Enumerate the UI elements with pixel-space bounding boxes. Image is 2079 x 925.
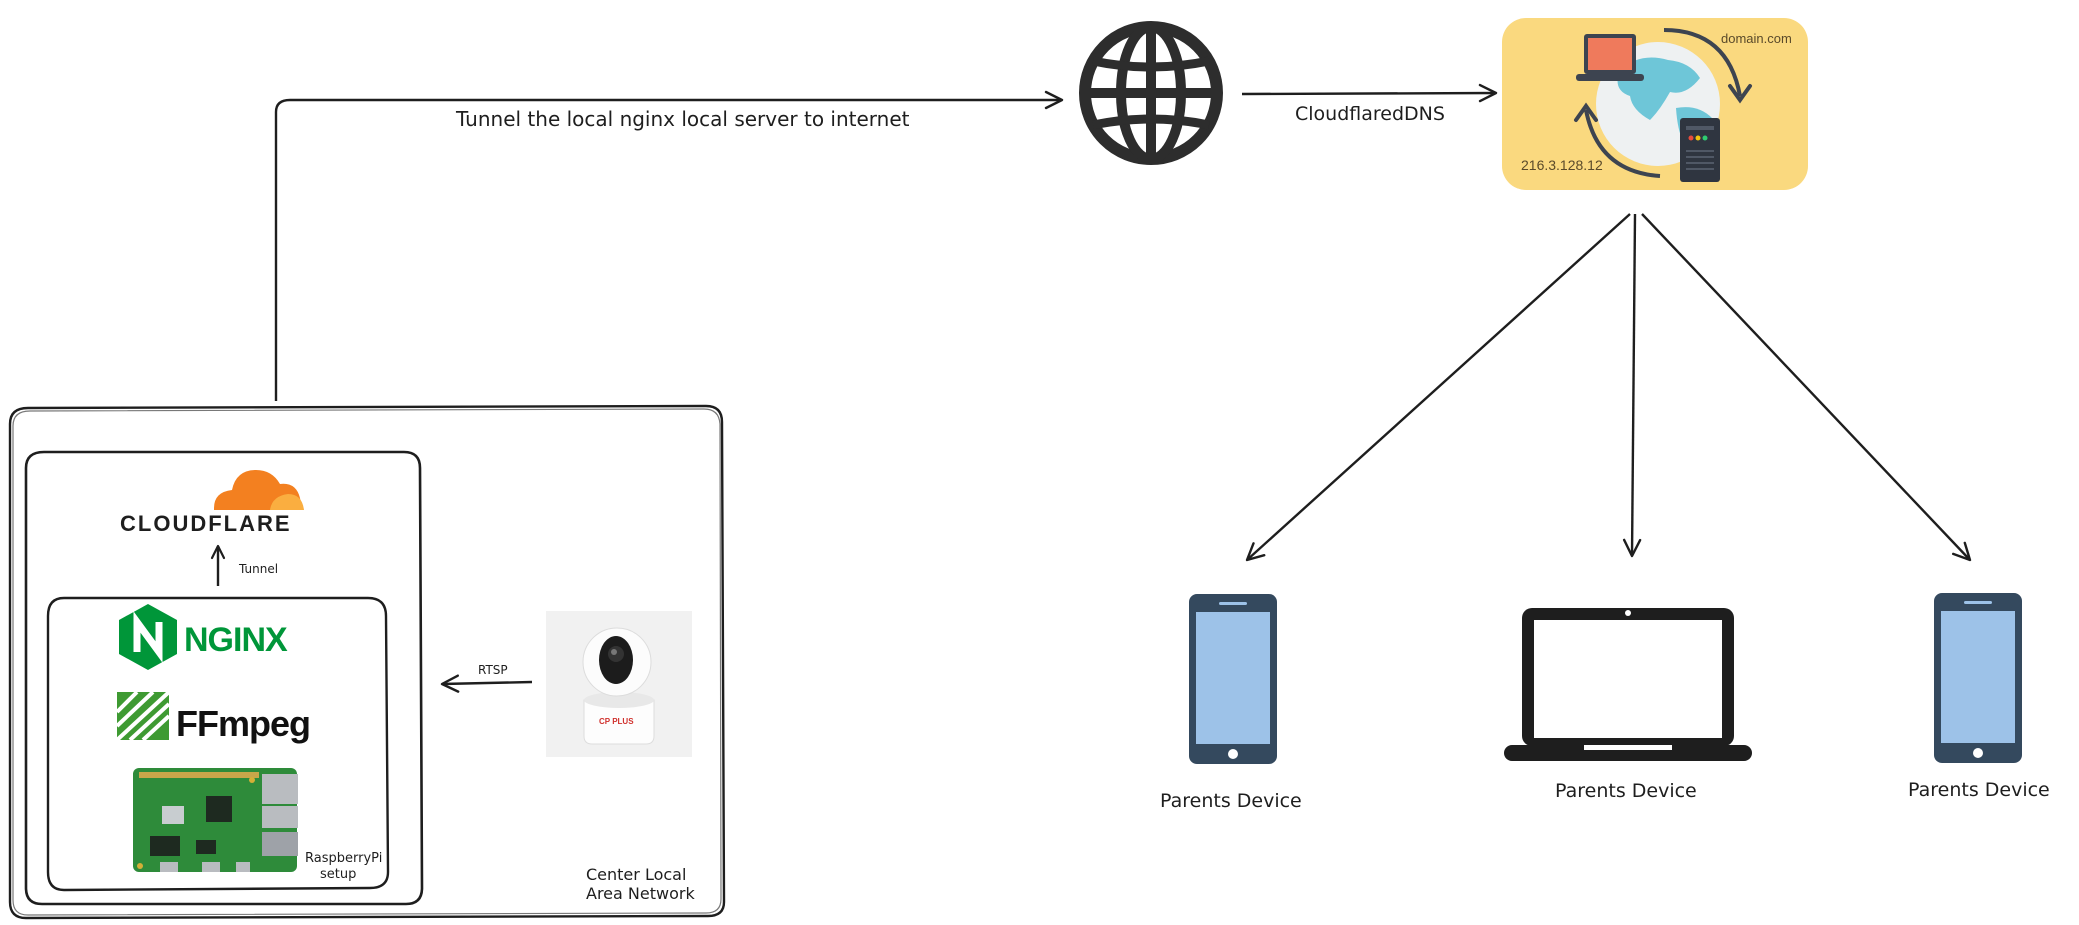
dns-label: CloudflaredDNS <box>1295 103 1445 125</box>
nginx-logo: NGINX <box>119 604 289 670</box>
svg-text:FFmpeg: FFmpeg <box>176 703 310 744</box>
camera-brand: CP PLUS <box>599 717 634 726</box>
lan-box: Center Local Area Network <box>8 404 726 920</box>
tunnel-small-label: Tunnel <box>238 562 278 576</box>
ip-text: 216.3.128.12 <box>1521 157 1603 173</box>
device-label: Parents Device <box>1160 790 1302 812</box>
cloud-icon <box>214 470 304 510</box>
rtsp-label: RTSP <box>478 663 508 677</box>
raspberry-pi-board <box>133 768 298 872</box>
dns-arrow <box>1241 83 1498 103</box>
server-box <box>24 450 424 906</box>
internet-globe-icon <box>1079 21 1223 165</box>
smartphone-icon <box>1934 593 2022 763</box>
svg-text:CLOUDFLARE: CLOUDFLARE <box>120 511 292 536</box>
sync-arrow-icon <box>1663 28 1742 97</box>
device-arrows <box>1245 213 1972 562</box>
tunnel-label: Tunnel the local nginx local server to i… <box>455 107 910 131</box>
device-label: Parents Device <box>1908 779 2050 801</box>
device-label: Parents Device <box>1555 780 1697 802</box>
dns-card: domain.com 216.3.128.12 <box>1502 18 1808 190</box>
ffmpeg-icon <box>115 690 171 742</box>
rpi-label-line1: RaspberryPi <box>305 851 382 866</box>
cloudflare-logo: CLOUDFLARE <box>120 470 304 536</box>
laptop-computer-icon <box>1504 608 1752 761</box>
tunnel-arrow <box>274 90 1064 401</box>
domain-text: domain.com <box>1721 31 1792 46</box>
device-laptop-center: Parents Device <box>1504 608 1752 802</box>
software-box <box>46 596 390 892</box>
smartphone-icon <box>1189 594 1277 764</box>
lan-label-line1: Center Local <box>586 865 686 884</box>
device-phone-right: Parents Device <box>1908 593 2050 801</box>
rpi-label-line2: setup <box>320 867 356 882</box>
laptop-icon <box>1576 34 1644 81</box>
svg-text:NGINX: NGINX <box>184 621 288 659</box>
ip-camera-image: CP PLUS <box>546 611 692 757</box>
lan-label-line2: Area Network <box>586 884 695 903</box>
device-phone-left: Parents Device <box>1160 594 1302 812</box>
server-icon <box>1680 118 1720 182</box>
ffmpeg-logo: FFmpeg <box>115 690 311 744</box>
rtsp-arrow <box>440 674 533 693</box>
